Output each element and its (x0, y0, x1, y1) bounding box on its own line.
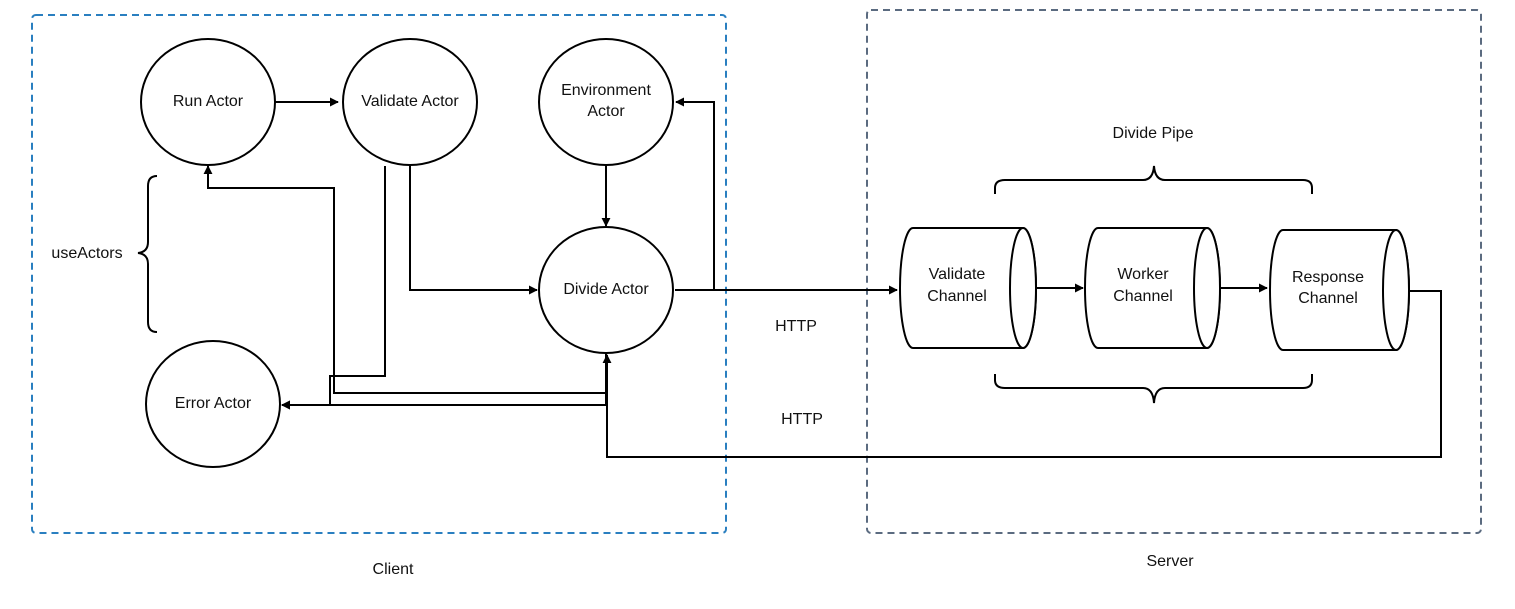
divide-pipe-bottom-brace (994, 374, 1313, 404)
use-actors-label: useActors (51, 245, 122, 262)
edge-response-to-divide (602, 290, 1442, 458)
run-actor-label: Run Actor (173, 93, 244, 110)
use-actors-brace (137, 175, 158, 333)
error-actor-node: Error Actor (145, 340, 281, 468)
client-container (31, 14, 727, 534)
environment-actor-node: Environment Actor (538, 38, 674, 166)
response-channel-node: Response Channel (1269, 229, 1410, 351)
http-response-label: HTTP (781, 411, 823, 428)
worker-channel-label-line2: Channel (1113, 288, 1173, 305)
validate-channel-label-line2: Channel (927, 288, 987, 305)
error-actor-label: Error Actor (175, 395, 252, 412)
response-channel-label-line2: Channel (1298, 290, 1358, 307)
environment-actor-label-line2: Actor (587, 103, 625, 120)
client-label: Client (373, 561, 414, 578)
http-request-label: HTTP (775, 318, 817, 335)
validate-actor-node: Validate Actor (342, 38, 478, 166)
environment-actor-label-line1: Environment (561, 82, 651, 99)
validate-channel-node: Validate Channel (899, 227, 1037, 349)
edge-divide-to-environment (675, 97, 715, 291)
server-label: Server (1146, 553, 1194, 570)
edge-validate-to-divide (409, 166, 538, 295)
divide-pipe-label: Divide Pipe (1113, 125, 1194, 142)
run-actor-node: Run Actor (140, 38, 276, 166)
divide-pipe-top-brace (994, 165, 1313, 194)
validate-actor-label: Validate Actor (361, 93, 459, 110)
divide-actor-label: Divide Actor (563, 281, 649, 298)
divide-actor-node: Divide Actor (538, 226, 674, 354)
worker-channel-label-line1: Worker (1117, 266, 1169, 283)
response-channel-label-line1: Response (1292, 269, 1364, 286)
worker-channel-node: Worker Channel (1084, 227, 1221, 349)
server-container (866, 9, 1482, 534)
validate-channel-label-line1: Validate (929, 266, 986, 283)
